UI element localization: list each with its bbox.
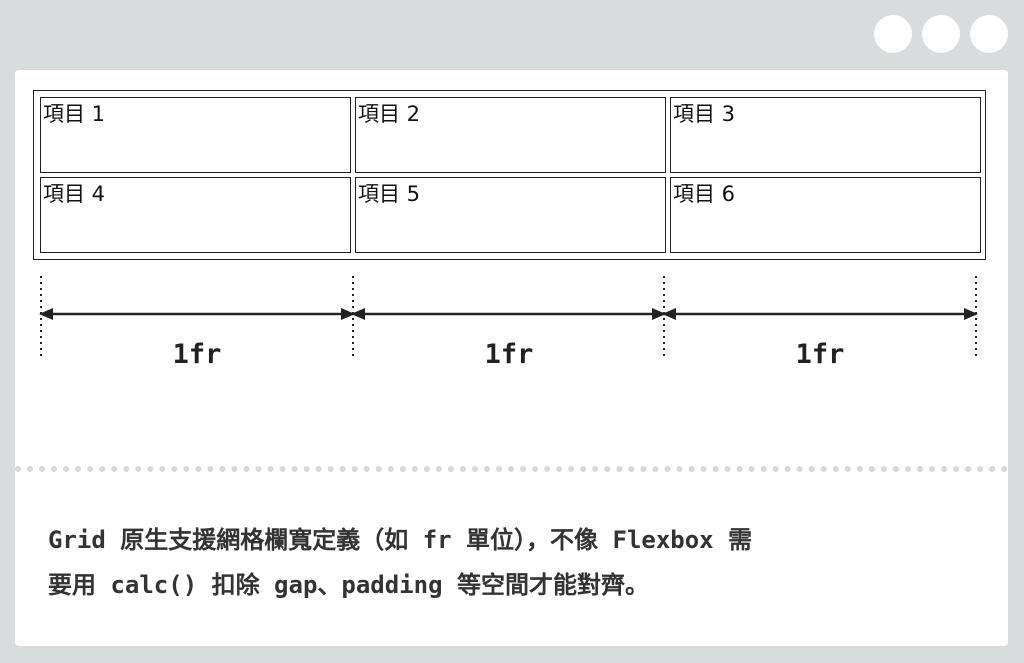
caption-text: Grid 原生支援網格欄寬定義（如 fr 單位），不像 Flexbox 需 要用… (48, 518, 988, 608)
content-panel: 項目 1 項目 2 項目 3 項目 4 項目 5 項目 6 1fr 1fr 1f… (15, 70, 1008, 646)
window-dot[interactable] (922, 15, 960, 53)
column-measure-diagram: 1fr 1fr 1fr (39, 276, 978, 370)
caption-line-1: Grid 原生支援網格欄寬定義（如 fr 單位），不像 Flexbox 需 (48, 526, 753, 554)
grid-item-6: 項目 6 (670, 177, 981, 253)
grid-item-3: 項目 3 (670, 97, 981, 173)
window-controls (874, 15, 1008, 53)
grid-item-1: 項目 1 (40, 97, 351, 173)
column-3-label: 1fr (796, 339, 845, 370)
grid-container: 項目 1 項目 2 項目 3 項目 4 項目 5 項目 6 (33, 90, 986, 260)
caption-line-2: 要用 calc() 扣除 gap、padding 等空間才能對齊。 (48, 571, 649, 599)
window-dot[interactable] (970, 15, 1008, 53)
column-2-label: 1fr (485, 339, 534, 370)
window-dot[interactable] (874, 15, 912, 53)
grid-item-4: 項目 4 (40, 177, 351, 253)
column-guide-lines (40, 276, 977, 356)
dotted-separator (15, 466, 1008, 472)
grid-item-2: 項目 2 (355, 97, 666, 173)
grid-item-5: 項目 5 (355, 177, 666, 253)
column-1-label: 1fr (173, 339, 222, 370)
